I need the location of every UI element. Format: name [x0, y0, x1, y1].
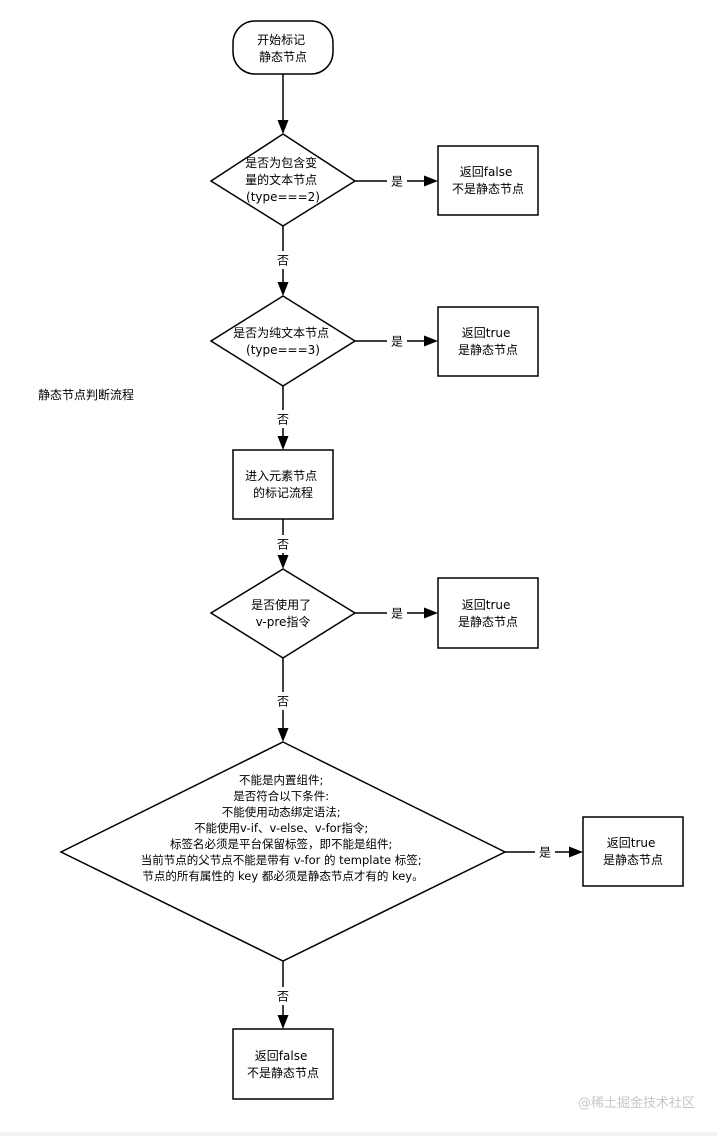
edge-label-q4-r5: 否 — [274, 987, 292, 1005]
node-text-line: 是否为纯文本节点 — [233, 325, 329, 340]
process-box-shape — [437, 577, 539, 649]
node-text-line: 是静态节点 — [458, 615, 518, 629]
arrowhead-q4-r5 — [277, 1015, 289, 1029]
node-text-line: 是静态节点 — [458, 343, 518, 357]
edge-label-text: 是 — [539, 846, 551, 860]
node-r4-text: 返回true 是静态节点 — [603, 836, 663, 867]
node-text-line: 返回true — [462, 326, 511, 340]
process-box-shape — [582, 816, 684, 887]
node-start-text: 开始标记 静态节点 — [257, 33, 309, 64]
node-q1: 是否为包含变 量的文本节点 (type===2) — [209, 133, 357, 227]
process-box-shape — [232, 449, 334, 520]
node-p1-text: 进入元素节点 的标记流程 — [245, 469, 321, 500]
node-text-line: 返回true — [607, 836, 656, 850]
node-text-line: 返回false — [255, 1049, 308, 1063]
diagram-side-note: 静态节点判断流程 — [38, 388, 135, 402]
node-q3: 是否使用了 v-pre指令 — [209, 568, 357, 659]
node-q4-text: 不能是内置组件; 是否符合以下条件: 不能使用动态绑定语法; 不能使用v-if、… — [141, 773, 426, 883]
node-q4: 不能是内置组件; 是否符合以下条件: 不能使用动态绑定语法; 不能使用v-if、… — [59, 741, 507, 962]
arrowhead-q1-q2 — [277, 282, 289, 296]
arrowhead-p1-q3 — [277, 555, 289, 569]
node-text-line: 静态节点 — [259, 50, 307, 64]
node-text-line: v-pre指令 — [256, 614, 311, 629]
edge-label-q1-q2: 否 — [274, 251, 292, 269]
decision-diamond-shape — [209, 133, 357, 227]
edge-labels: 是 否 是 否 否 是 否 是 — [274, 172, 555, 1005]
edge-label-q3-q4: 否 — [274, 692, 292, 710]
node-r1-text: 返回false 不是静态节点 — [452, 165, 524, 196]
node-text-line: 返回false — [460, 165, 513, 179]
edge-arrowheads — [277, 120, 583, 1029]
node-text-line: 不能使用v-if、v-else、v-for指令; — [194, 821, 368, 835]
arrowhead-q4-r4 — [569, 846, 583, 858]
node-text-line: (type===3) — [246, 343, 320, 357]
node-text-line: 不是静态节点 — [247, 1066, 319, 1080]
node-r3: 返回true 是静态节点 — [437, 577, 539, 649]
node-r2-text: 返回true 是静态节点 — [458, 326, 518, 357]
nodes: 开始标记 静态节点 是否为包含变 量的文本节点 (type===2) 返回fal… — [59, 20, 684, 1100]
node-text-line: 是否为包含变 — [245, 155, 317, 170]
edge-label-text: 否 — [277, 695, 289, 709]
node-text-line: 进入元素节点 — [245, 469, 317, 483]
node-q2: 是否为纯文本节点 (type===3) — [209, 295, 357, 387]
node-text-line: 开始标记 — [257, 33, 305, 47]
node-start: 开始标记 静态节点 — [232, 20, 334, 75]
process-box-shape — [437, 306, 539, 377]
node-q3-text: 是否使用了 v-pre指令 — [251, 597, 315, 629]
bottom-divider — [0, 1132, 717, 1136]
node-q2-text: 是否为纯文本节点 (type===3) — [233, 325, 333, 357]
arrowhead-q2-r2 — [424, 335, 438, 347]
edge-label-q2-p1: 否 — [274, 410, 292, 428]
decision-diamond-shape — [209, 295, 357, 387]
node-r4: 返回true 是静态节点 — [582, 816, 684, 887]
edge-label-text: 否 — [277, 413, 289, 427]
node-text-line: 量的文本节点 — [245, 172, 317, 187]
node-text-line: 是静态节点 — [603, 853, 663, 867]
node-text-line: 不是静态节点 — [452, 182, 524, 196]
edge-label-text: 否 — [277, 254, 289, 268]
decision-diamond-shape — [209, 568, 357, 659]
node-text-line: 是否符合以下条件: — [233, 789, 329, 803]
edge-label-q1-r1: 是 — [387, 172, 407, 190]
node-text-line: 的标记流程 — [253, 485, 313, 500]
node-r3-text: 返回true 是静态节点 — [458, 598, 518, 629]
edge-label-text: 是 — [391, 607, 403, 621]
edge-label-q4-r4: 是 — [535, 843, 555, 861]
edge-label-q2-r2: 是 — [387, 332, 407, 350]
edge-label-text: 是 — [391, 175, 403, 189]
start-terminator-shape — [232, 20, 334, 75]
node-text-line: 不能使用动态绑定语法; — [222, 805, 341, 819]
node-r5: 返回false 不是静态节点 — [232, 1028, 334, 1100]
edge-label-p1-q3: 否 — [274, 535, 292, 553]
node-text-line: 是否使用了 — [251, 597, 311, 612]
edge-label-text: 否 — [277, 538, 289, 552]
edge-label-text: 是 — [391, 335, 403, 349]
node-text-line: (type===2) — [246, 190, 320, 204]
node-r1: 返回false 不是静态节点 — [437, 145, 539, 216]
arrowhead-start-q1 — [277, 120, 289, 134]
node-text-line: 标签名必须是平台保留标签，即不能是组件; — [170, 837, 392, 851]
process-box-shape — [437, 145, 539, 216]
arrowhead-q1-r1 — [424, 175, 438, 187]
node-r2: 返回true 是静态节点 — [437, 306, 539, 377]
edge-label-q3-r3: 是 — [387, 604, 407, 622]
node-text-line: 不能是内置组件; — [239, 773, 323, 787]
watermark: @稀土掘金技术社区 — [577, 1096, 695, 1111]
arrowhead-q2-p1 — [277, 436, 289, 450]
decision-diamond-shape — [59, 741, 507, 962]
node-text-line: 当前节点的父节点不能是带有 v-for 的 template 标签; — [141, 853, 422, 867]
arrowhead-q3-q4 — [277, 728, 289, 742]
node-text-line: 返回true — [462, 598, 511, 612]
process-box-shape — [232, 1028, 334, 1100]
node-r5-text: 返回false 不是静态节点 — [247, 1049, 319, 1080]
node-text-line: 节点的所有属性的 key 都必须是静态节点才有的 key。 — [142, 869, 423, 883]
arrowhead-q3-r3 — [424, 607, 438, 619]
node-p1: 进入元素节点 的标记流程 — [232, 449, 334, 520]
edge-label-text: 否 — [277, 990, 289, 1004]
node-q1-text: 是否为包含变 量的文本节点 (type===2) — [245, 155, 321, 204]
